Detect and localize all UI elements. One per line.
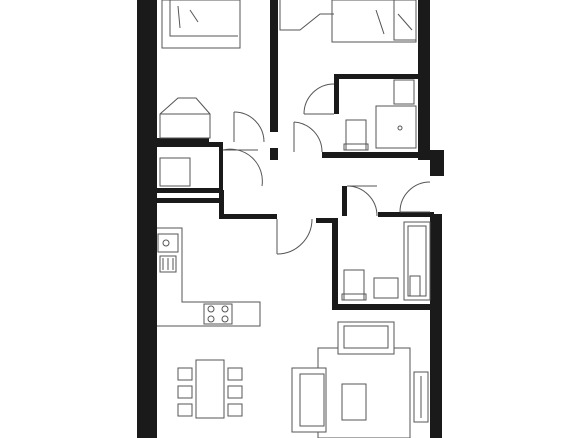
kitchen: [157, 227, 261, 327]
bedroom-left: [159, 0, 241, 139]
bath-basin: [373, 277, 399, 299]
east-closet-door: [399, 181, 431, 213]
cupboard-north-wall: [157, 142, 223, 147]
ensuite-south-wall: [322, 152, 420, 158]
bedside-table-right: [393, 0, 417, 41]
cupboard-east-wall: [219, 142, 223, 190]
kitchen-door: [276, 218, 313, 255]
exterior-walls: [137, 0, 444, 438]
bath-toilet: [343, 269, 365, 301]
living-dining: [177, 321, 429, 438]
dining-chair: [177, 403, 193, 417]
dining-chair: [227, 367, 243, 381]
double-bed-left: [161, 0, 241, 49]
bathroom: [341, 221, 431, 301]
ensuite-north-wall: [334, 74, 420, 79]
cupboard-unit: [159, 157, 191, 187]
kitchen-worktop: [157, 227, 261, 327]
west-wall: [137, 0, 157, 438]
interior-walls: [157, 0, 434, 310]
east-wall-notch: [418, 150, 444, 176]
dining-chair: [227, 385, 243, 399]
sofa: [291, 367, 327, 433]
bedroom-right: [279, 0, 417, 43]
coffee-table: [341, 383, 367, 421]
bedroom-right-door: [293, 121, 323, 153]
kitchen-sink: [157, 233, 179, 253]
ensuite-shower: [375, 105, 417, 149]
dining-chair: [177, 367, 193, 381]
ensuite-west-wall: [334, 74, 339, 114]
east-wall-upper: [418, 0, 430, 150]
bedroom-divider-wall: [270, 0, 278, 132]
en-suite: [343, 79, 417, 151]
ensuite-door: [303, 83, 335, 115]
dining-chair: [177, 385, 193, 399]
bedroom-divider-stub: [270, 148, 278, 160]
hall-south-wall: [219, 214, 277, 219]
wardrobe-left: [159, 97, 211, 139]
bath-south-wall: [332, 304, 434, 310]
kitchen-north-wall: [157, 198, 219, 203]
hob: [203, 303, 233, 325]
kitchen-north-wall-step: [219, 190, 224, 218]
bedroom-left-door: [233, 111, 265, 143]
east-wall-lower: [430, 214, 442, 438]
armchair: [337, 321, 395, 355]
hall-west-return: [316, 218, 336, 223]
bathroom-door: [346, 185, 378, 217]
cupboard-south-wall: [157, 188, 223, 193]
ensuite-basin: [393, 79, 415, 105]
dining-table: [195, 359, 225, 419]
cupboard-door: [222, 148, 263, 187]
bath-west-wall: [332, 218, 338, 310]
bath-north-wall-2: [378, 212, 434, 217]
ensuite-toilet: [345, 119, 367, 151]
doors: [222, 83, 431, 255]
dining-chair: [227, 403, 243, 417]
bedroom-left-south-wall: [157, 138, 209, 143]
hall-cupboard: [159, 157, 191, 187]
bath-north-wall: [342, 186, 347, 216]
